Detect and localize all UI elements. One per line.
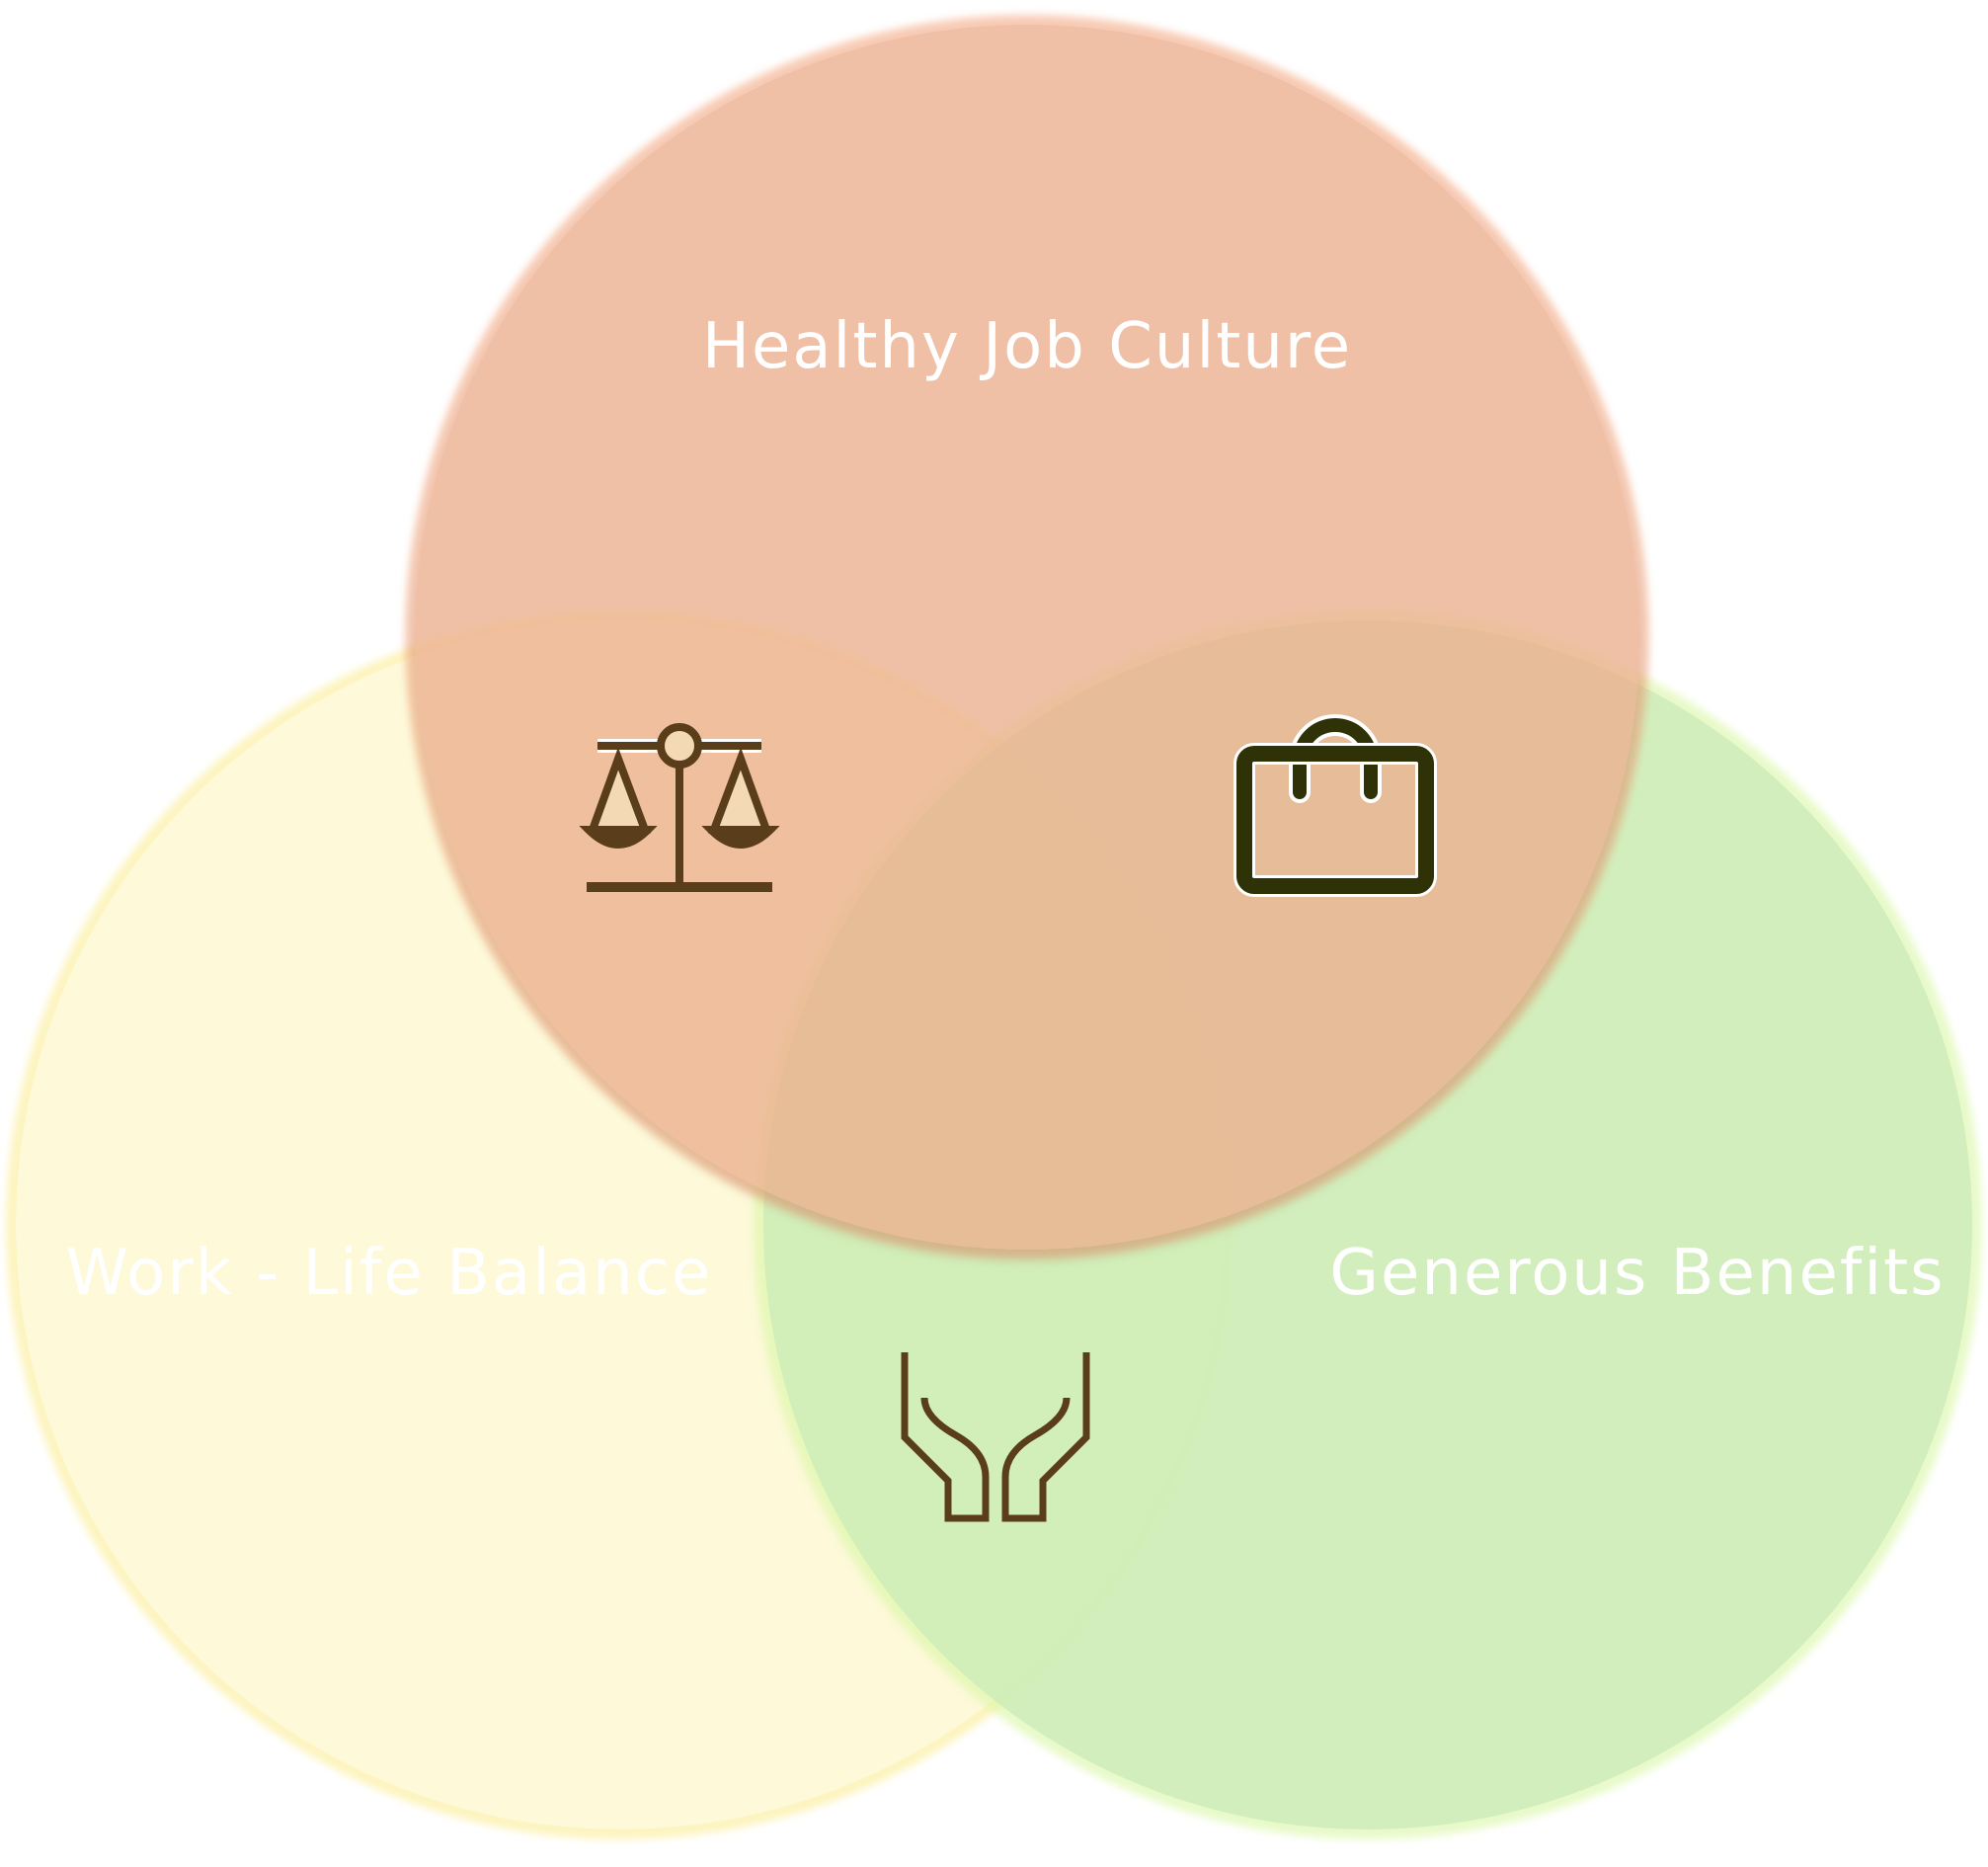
circle-healthy-job-culture <box>405 15 1649 1259</box>
label-generous-benefits: Generous Benefits <box>1329 1237 1945 1310</box>
label-work-life-balance: Work - Life Balance <box>66 1237 713 1310</box>
shopping-bag-icon <box>1233 714 1437 897</box>
label-healthy-job-culture: Healthy Job Culture <box>702 310 1352 383</box>
open-hands-icon <box>901 1352 1090 1522</box>
balance-scale-icon <box>579 723 780 892</box>
